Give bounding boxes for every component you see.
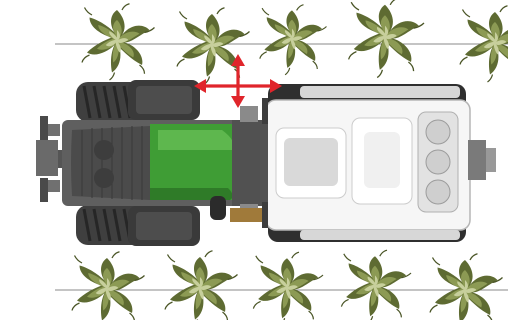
plant-icon	[260, 5, 327, 75]
plant-icon	[430, 254, 503, 320]
plant-icon	[165, 251, 238, 320]
cab	[266, 84, 496, 242]
plant-row-top	[82, 0, 508, 84]
tractor-icon	[36, 80, 496, 246]
plant-icon	[82, 4, 155, 80]
rear-tire-top	[128, 80, 200, 120]
engine-grille	[71, 126, 150, 200]
plant-row-bottom	[72, 250, 503, 320]
rear-tire-bottom	[128, 206, 200, 246]
plant-icon	[72, 252, 145, 320]
plant-icon	[341, 250, 411, 320]
plant-icon	[349, 0, 424, 78]
plant-icon	[253, 252, 323, 320]
